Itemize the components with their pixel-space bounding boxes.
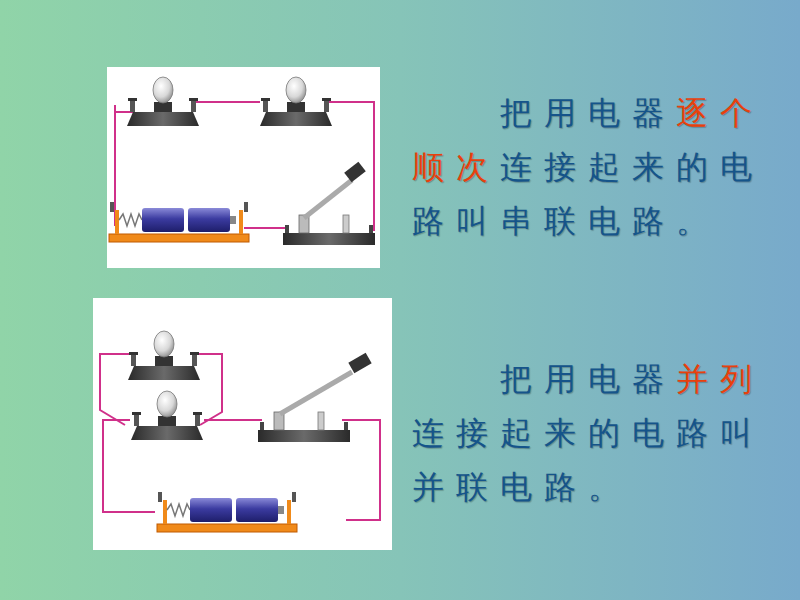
definition-phrase: 连接起来的电路叫并联电路。 [412,414,764,506]
key-term: 并列 [676,360,764,398]
illustration-panel [107,67,380,268]
lamp [260,77,332,126]
definition-text: 把用电器并列连接起来的电路叫并联电路。 [412,352,776,514]
illustration-panel [93,298,392,550]
knife-switch [283,215,375,245]
lamp [131,391,203,440]
battery-holder [109,202,249,242]
definition-phrase: 把用电器 [500,94,676,132]
battery-holder [157,492,297,532]
definition-text: 把用电器逐个顺次连接起来的电路叫串联电路。 [412,86,776,248]
switch-lever [304,162,366,218]
knife-switch [258,412,350,442]
lamp [128,331,200,380]
switch-lever [280,353,372,414]
definition-phrase: 把用电器 [500,360,676,398]
lamp [127,77,199,126]
